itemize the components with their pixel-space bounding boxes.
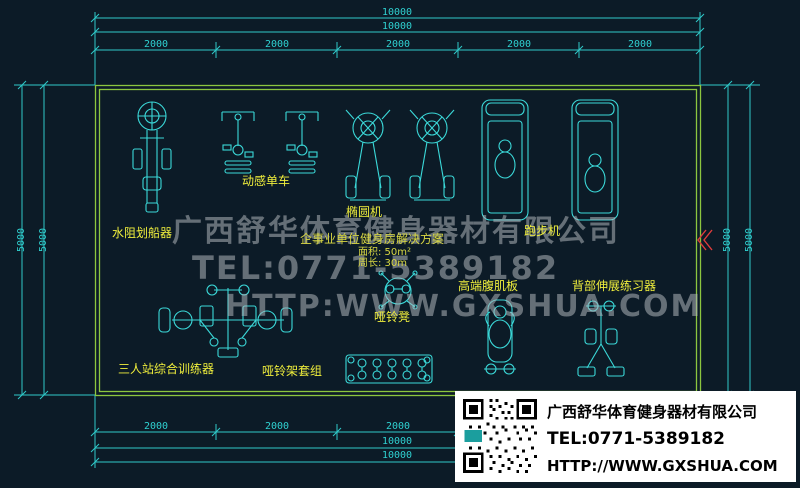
label-multi-station: 三人站综合训练器 (118, 362, 215, 376)
dumbbell-rack-drawing (345, 354, 433, 384)
treadmill-drawing-2 (571, 99, 619, 221)
dim-top-segment: 2000 (264, 39, 290, 50)
dim-bottom-segment: 2000 (385, 421, 411, 432)
dim-right-2: 5000 (744, 227, 755, 253)
dim-top-segment: 2000 (506, 39, 532, 50)
qr-code (463, 399, 537, 473)
company-tel: TEL:0771-5389182 (547, 429, 726, 449)
qr-logo (463, 428, 484, 444)
spin-bike-drawing-2 (285, 111, 319, 174)
dim-top-total-2: 10000 (381, 21, 413, 32)
dim-bottom-segment: 2000 (264, 421, 290, 432)
label-elliptical: 椭圆机 (346, 205, 383, 219)
label-ab-board: 高端腹肌板 (458, 279, 519, 293)
company-info-text: 广西舒华体育健身器材有限公司 TEL:0771-5389182 HTTP://W… (547, 399, 778, 475)
elliptical-drawing-1 (345, 109, 391, 201)
dim-right-1: 5000 (722, 227, 733, 253)
elliptical-drawing-2 (409, 109, 455, 201)
label-back-extension: 背部伸展练习器 (572, 279, 657, 293)
company-url: HTTP://WWW.GXSHUA.COM (547, 457, 778, 475)
dim-left-1: 5000 (16, 227, 27, 253)
red-wall-marker (697, 229, 713, 251)
dim-top-segment: 2000 (627, 39, 653, 50)
company-name: 广西舒华体育健身器材有限公司 (547, 403, 758, 421)
dim-top-segment: 2000 (143, 39, 169, 50)
ab-board-drawing (484, 299, 516, 375)
spin-bike-drawing-1 (221, 111, 255, 174)
treadmill-drawing-1 (481, 99, 529, 221)
dim-bottom-total-1: 10000 (381, 436, 413, 447)
company-info-box: 广西舒华体育健身器材有限公司 TEL:0771-5389182 HTTP://W… (455, 391, 796, 482)
back-extension-drawing (577, 300, 625, 377)
label-dumbbell-bench: 哑铃凳 (374, 310, 411, 324)
dim-bottom-total-2: 10000 (381, 450, 413, 461)
dim-top-total-1: 10000 (381, 7, 413, 18)
plan-title: 企事业单位健身房解决方案 (300, 232, 445, 246)
dim-left-2: 5000 (38, 227, 49, 253)
dim-bottom-segment: 2000 (143, 421, 169, 432)
rowing-machine-drawing (132, 101, 172, 213)
plan-area: 面积: 50m² (358, 247, 412, 258)
label-dumbbell-rack: 哑铃架套组 (262, 364, 323, 378)
dumbbell-bench-drawing (378, 270, 418, 310)
plan-perimeter: 周长: 30m (358, 258, 408, 269)
label-spin-bike: 动感单车 (242, 174, 291, 188)
label-treadmill: 跑步机 (524, 224, 561, 238)
room-outline (94, 84, 702, 397)
dim-top-segment: 2000 (385, 39, 411, 50)
multi-station-trainer-drawing (158, 284, 293, 358)
label-rower: 水阻划船器 (112, 226, 173, 240)
